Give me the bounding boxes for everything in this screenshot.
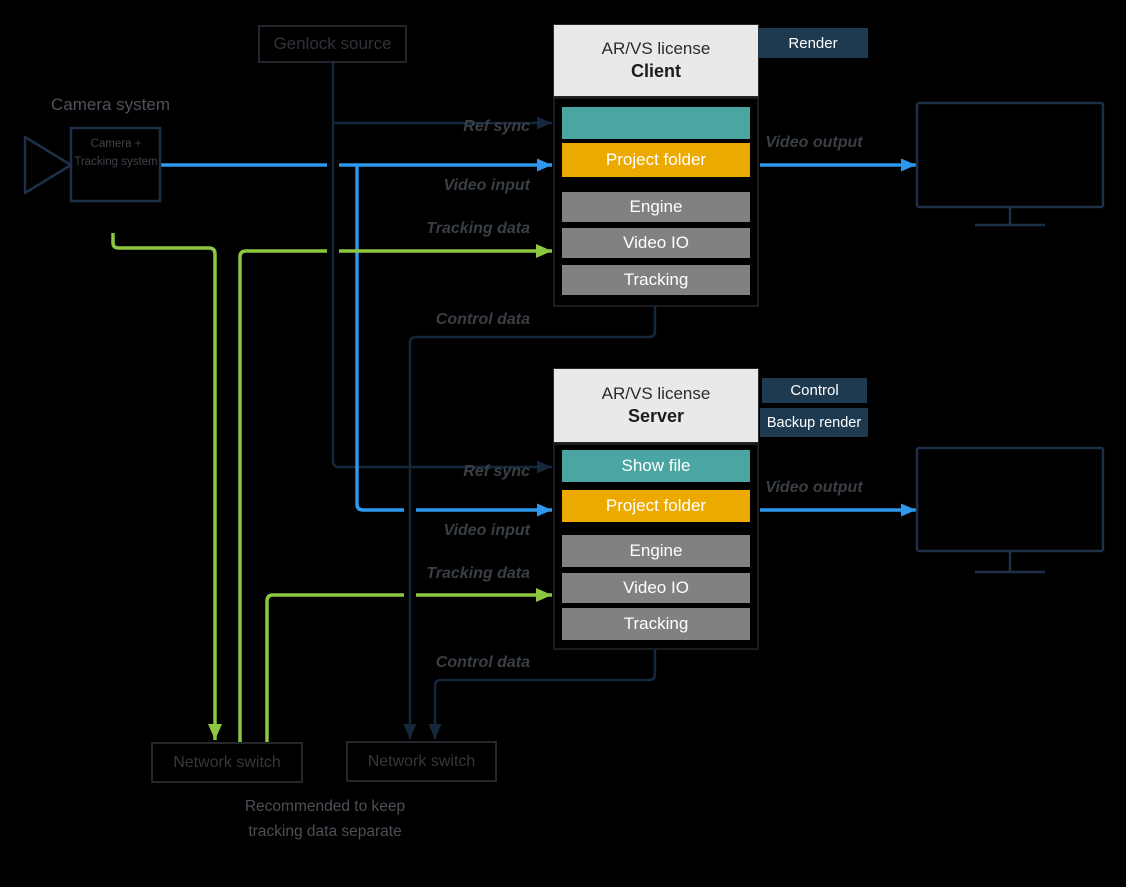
tracking-line-switch-to-client-seg1 [238,249,327,742]
video-input-label-client: Video input [443,177,530,194]
tracking-line-switch-to-server-seg1 [265,593,404,742]
video-input-label-server: Video input [443,522,530,539]
ref-sync-label-server: Ref sync [463,463,530,480]
render-badge: Render [758,28,868,58]
server-tracking-module: Tracking [562,608,750,640]
control-badge: Control [762,378,867,403]
video-output-label-server: Video output [765,479,863,496]
server-module-stack: Show file Project folder Engine Video IO… [553,443,759,650]
server-show-file-module: Show file [562,450,750,482]
client-engine-module: Engine [562,192,750,222]
network-switch-tracking-box: Network switch [151,742,303,783]
camera-system-title: Camera system [51,95,171,114]
camera-tracking-box-label: Camera + Tracking system [74,138,158,168]
control-line-client-to-switch [403,307,657,739]
monitor-icon-client [915,101,1105,227]
network-switch-control-box: Network switch [346,741,497,782]
ref-sync-label-client: Ref sync [463,118,530,135]
backup-render-badge: Backup render [760,408,868,437]
client-header: AR/VS license Client [553,24,759,97]
client-role-label: Client [630,61,681,81]
ref-sync-line-genlock-trunk [331,63,552,474]
client-module-stack: Project folder Engine Video IO Tracking [553,97,759,307]
video-output-label-client: Video output [765,134,863,151]
genlock-source-label: Genlock source [273,34,392,53]
server-role-label: Server [627,406,685,426]
control-data-label-server: Control data [435,654,530,671]
tracking-line-camera-to-switch [111,233,222,740]
control-line-server-to-switch [428,650,657,739]
tracking-separation-note: Recommended to keep tracking data separa… [244,798,406,840]
server-header: AR/VS license Server [553,368,759,443]
server-project-folder-module: Project folder [562,490,750,522]
camera-lens-cone [23,135,73,195]
tracking-data-label-client: Tracking data [426,220,530,237]
video-line-branch-to-server [355,165,404,512]
client-license-label: AR/VS license [601,39,711,58]
client-tracking-module: Tracking [562,265,750,295]
monitor-icon-server [915,446,1105,574]
tracking-data-label-server: Tracking data [426,565,530,582]
camera-icon [23,126,162,203]
server-license-label: AR/VS license [601,384,711,403]
server-video-io-module: Video IO [562,573,750,603]
client-show-file-module [562,107,750,139]
client-project-folder-module: Project folder [562,143,750,177]
client-video-io-module: Video IO [562,228,750,258]
server-engine-module: Engine [562,535,750,567]
control-data-label-client: Control data [435,311,530,328]
genlock-source-box: Genlock source [258,25,407,63]
